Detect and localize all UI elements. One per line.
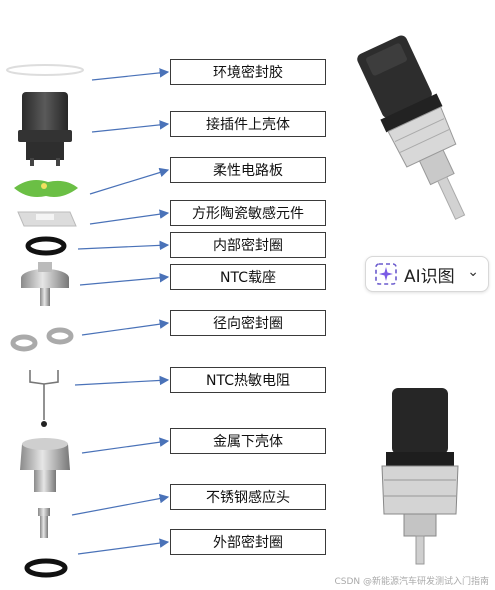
- ntc-holder-part: [21, 262, 69, 306]
- ai-image-recognition-button[interactable]: AI识图 ⌄: [365, 256, 489, 292]
- label-metal-lower-housing: 金属下壳体: [170, 428, 326, 454]
- outer-seal-part: [24, 558, 68, 578]
- pcb-part: [14, 180, 78, 197]
- label-radial-seal-ring: 径向密封圈: [170, 310, 326, 336]
- lower-housing-part: [20, 438, 70, 492]
- connector-housing-part: [18, 92, 72, 166]
- label-ntc-thermistor: NTC热敏电阻: [170, 367, 326, 393]
- label-inner-seal-ring: 内部密封圈: [170, 232, 326, 258]
- chevron-down-icon[interactable]: ⌄: [467, 264, 479, 280]
- label-flexible-pcb: 柔性电路板: [170, 157, 326, 183]
- label-upper-connector-housing: 接插件上壳体: [170, 111, 326, 137]
- label-outer-seal-ring: 外部密封圈: [170, 529, 326, 555]
- watermark: CSDN @新能源汽车研发测试入门指南: [334, 577, 489, 587]
- assembled-sensor-image-top: [357, 35, 466, 220]
- ntc-thermistor-part: [29, 370, 59, 427]
- sensing-head-part: [38, 508, 50, 538]
- ai-button-label: AI识图: [404, 266, 455, 287]
- sparkle-icon: [375, 263, 397, 285]
- sealant-part: [6, 64, 84, 76]
- ceramic-element-part: [17, 211, 77, 227]
- label-ntc-holder: NTC载座: [170, 264, 326, 290]
- inner-seal-part: [25, 236, 67, 256]
- assembled-sensor-image-bottom: [381, 388, 459, 565]
- label-ceramic-sensing-element: 方形陶瓷敏感元件: [170, 200, 326, 226]
- label-environmental-sealant: 环境密封胶: [170, 59, 326, 85]
- exploded-parts: [6, 64, 84, 578]
- label-stainless-sensing-head: 不锈钢感应头: [170, 484, 326, 510]
- radial-seal-part: [10, 327, 74, 352]
